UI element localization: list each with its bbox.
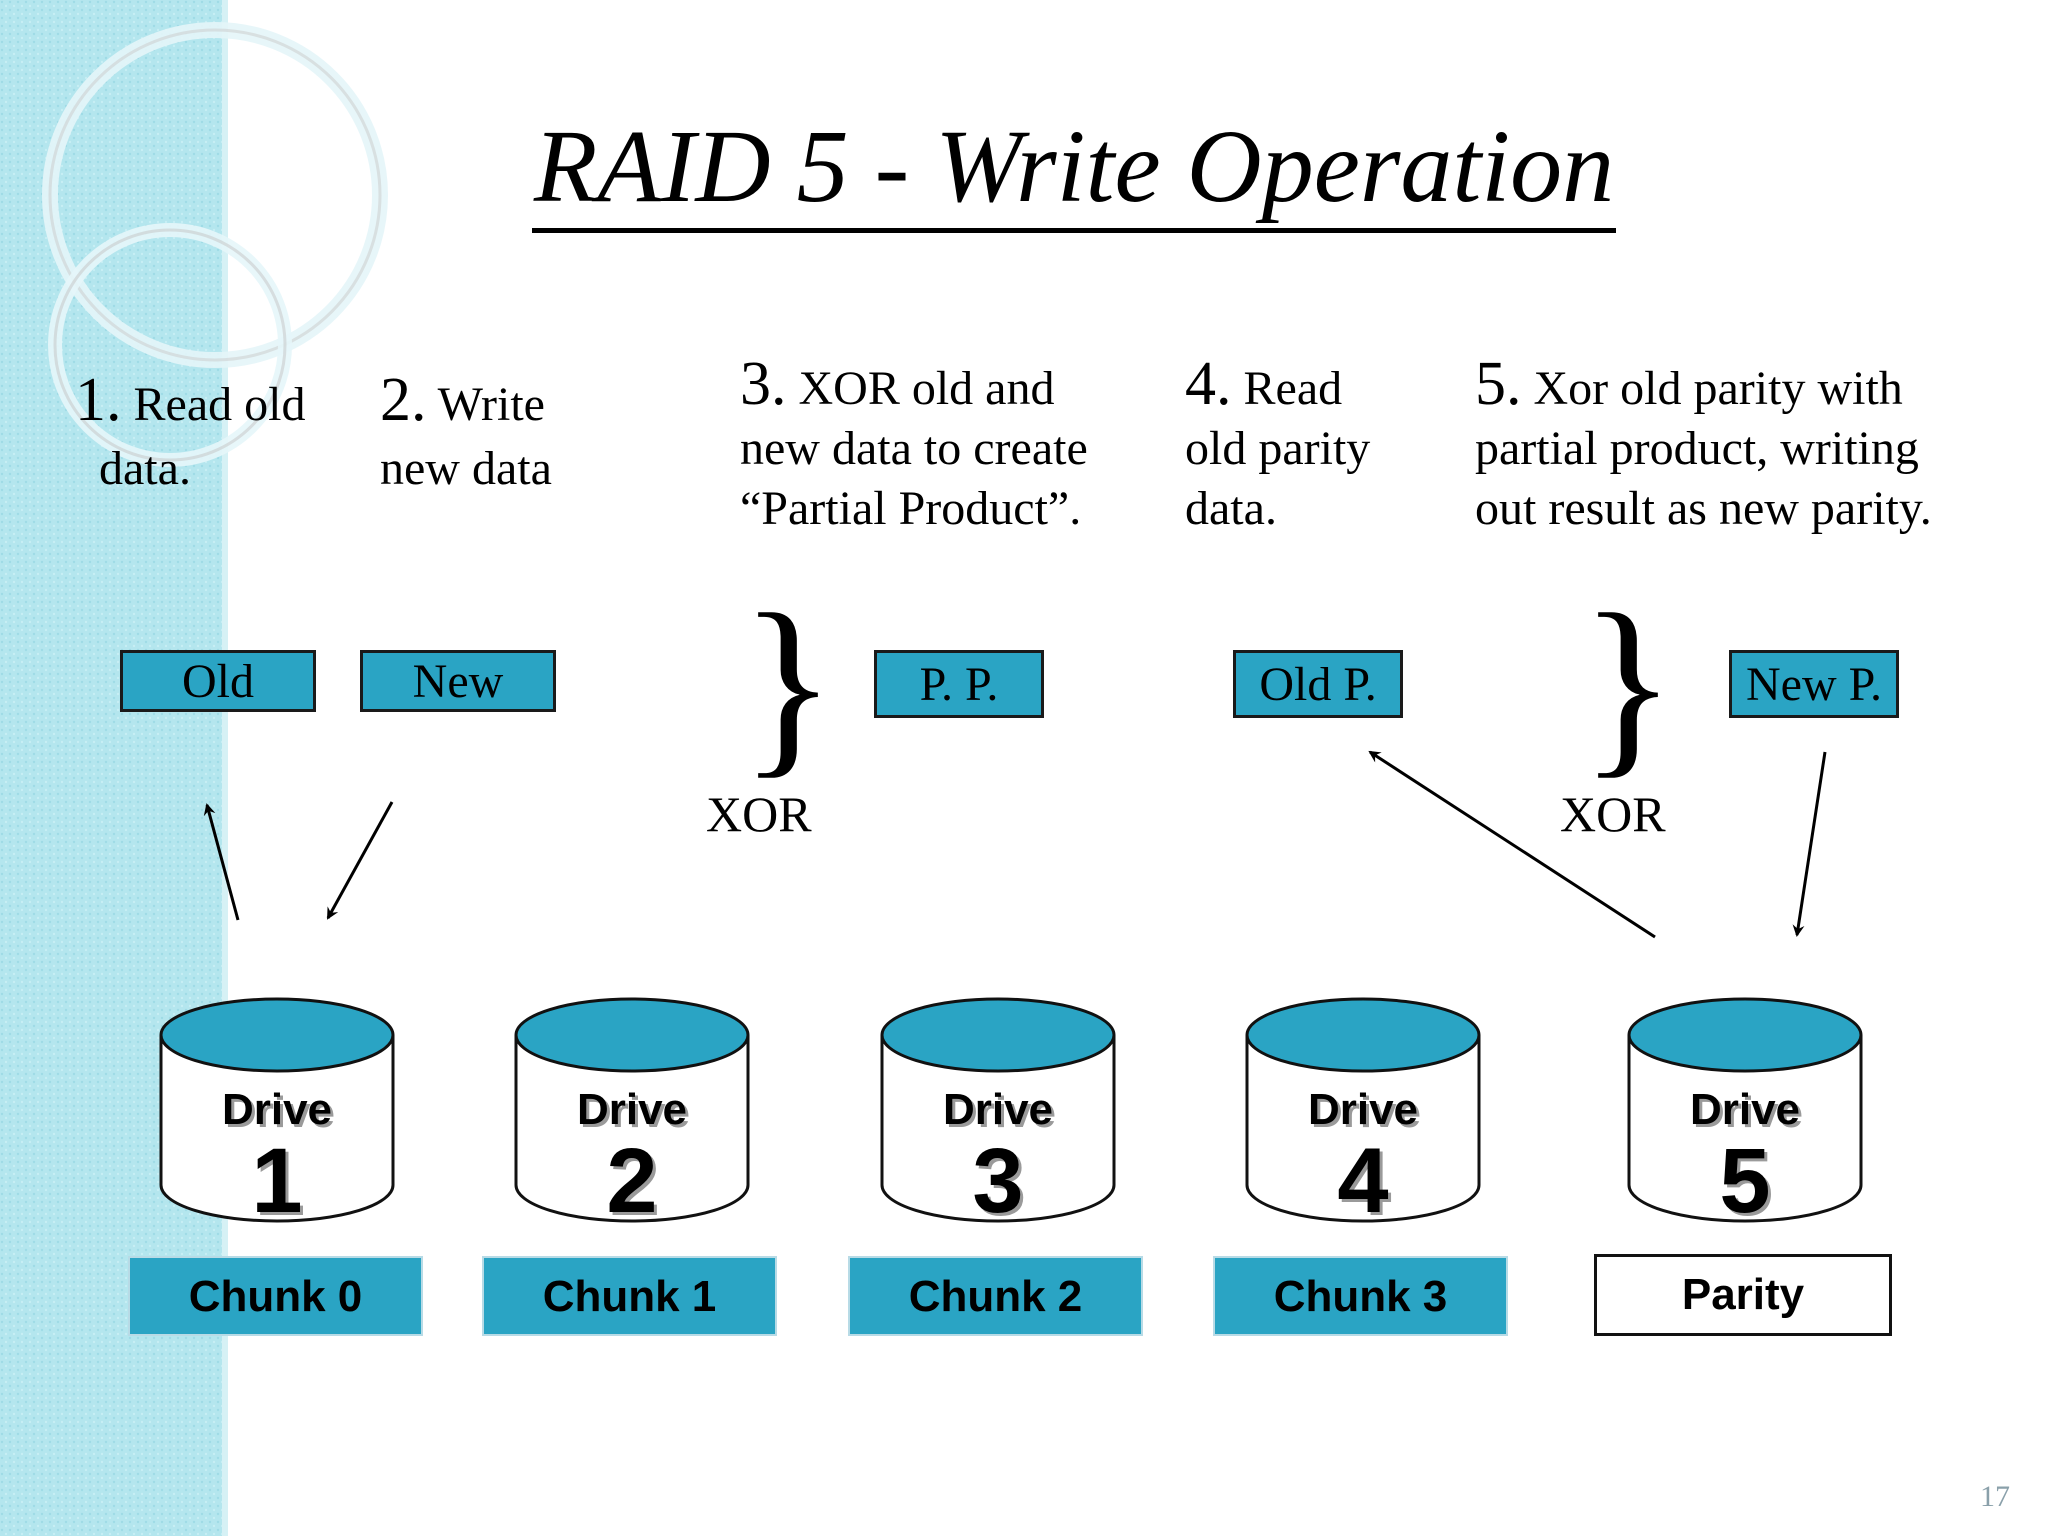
- xor-brace-2: }: [1580, 574, 1676, 795]
- chunk-2-box: Chunk 2: [848, 1256, 1143, 1336]
- chunk-3-box: Chunk 3: [1213, 1256, 1508, 1336]
- chunk-1-box: Chunk 1: [482, 1256, 777, 1336]
- partial-product-box: P. P.: [874, 650, 1044, 718]
- step-5-text: 5. Xor old parity with partial product, …: [1475, 350, 1932, 535]
- arrow-new-parity-to-drive5: [1792, 751, 1827, 937]
- step-2-text: 2. Write new data: [380, 366, 552, 495]
- new-data-box: New: [360, 650, 556, 712]
- old-parity-box: Old P.: [1233, 650, 1403, 718]
- xor-brace-1: }: [740, 574, 836, 795]
- parity-box: Parity: [1594, 1254, 1892, 1336]
- arrow-drive1-to-old: [203, 803, 240, 921]
- arrow-drive5-to-old-parity: [1368, 750, 1656, 939]
- new-parity-box: New P.: [1729, 650, 1899, 718]
- drive-4-cylinder: [1245, 997, 1481, 1223]
- page-number: 17: [1980, 1480, 2010, 1513]
- step-1-text: 1. Read old data.: [75, 366, 306, 495]
- slide-title: RAID 5 - Write Operation: [0, 109, 2048, 234]
- arrow-new-to-drive1: [326, 801, 394, 920]
- drive-3-cylinder: [880, 997, 1116, 1223]
- drive-2-cylinder: [514, 997, 750, 1223]
- xor-label-2: XOR: [1560, 786, 1666, 842]
- old-data-box: Old: [120, 650, 316, 712]
- drive-1-cylinder: [159, 997, 395, 1223]
- step-4-text: 4. Read old parity data.: [1185, 350, 1371, 535]
- drive-5-cylinder: [1627, 997, 1863, 1223]
- chunk-0-box: Chunk 0: [128, 1256, 423, 1336]
- xor-label-1: XOR: [706, 786, 812, 842]
- step-3-text: 3. XOR old and new data to create “Parti…: [740, 350, 1088, 535]
